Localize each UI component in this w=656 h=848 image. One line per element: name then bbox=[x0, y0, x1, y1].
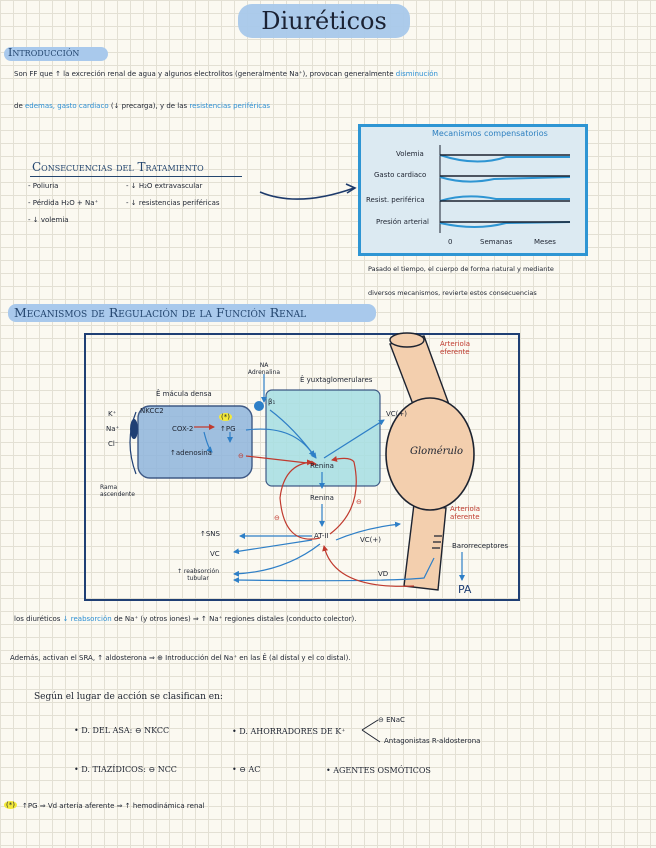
class-ahorradores: • D. AHORRADORES DE K⁺ bbox=[232, 727, 345, 736]
intro-line-1-highlight: disminución bbox=[396, 70, 438, 78]
yuxtaglomerular-box bbox=[266, 390, 380, 486]
label-macula-densa: Ê mácula densa bbox=[156, 390, 212, 398]
label-rama: Rama ascendente bbox=[100, 484, 140, 498]
intro-heading: Introducción bbox=[8, 46, 79, 59]
comp-x-2: Meses bbox=[534, 238, 556, 246]
compensatory-title: Mecanismos compensatorios bbox=[432, 129, 548, 138]
label-beta1: β₁ bbox=[268, 398, 275, 406]
consequences-heading: Consecuencias del Tratamiento bbox=[32, 160, 204, 174]
body-line-1-b: ↓ reabsorción bbox=[63, 615, 112, 623]
comp-row-resist: Resist. periférica bbox=[366, 196, 425, 204]
label-sns: ↑SNS bbox=[200, 530, 220, 538]
label-pg: ↑PG bbox=[220, 425, 236, 433]
label-barorreceptores: Barorreceptores bbox=[452, 542, 508, 550]
branch-icon bbox=[360, 716, 382, 746]
consequence-3: - ↓ volemia bbox=[28, 216, 69, 224]
label-reabsorcion: ↑ reabsorción tubular bbox=[172, 568, 224, 582]
consequence-5: - ↓ resistencias periféricas bbox=[126, 199, 220, 207]
comp-row-volemia: Volemia bbox=[396, 150, 424, 158]
intro-line-2-resistencias: resistencias periféricas bbox=[189, 102, 270, 110]
intro-line-2-de: de bbox=[14, 102, 23, 110]
compensatory-note-1: Pasado el tiempo, el cuerpo de forma nat… bbox=[368, 265, 554, 273]
intro-line-1: Son FF que ↑ la excreción renal de agua … bbox=[14, 70, 438, 78]
label-vc-1: VC(+) bbox=[386, 410, 407, 418]
label-pa: PA bbox=[458, 583, 471, 596]
consequence-4: - ↓ H₂O extravascular bbox=[126, 182, 202, 190]
label-cox2: COX-2 bbox=[172, 425, 193, 433]
comp-x-0: 0 bbox=[448, 238, 452, 246]
consequences-underline bbox=[30, 176, 242, 177]
intro-line-2-gasto: gasto cardiaco bbox=[57, 102, 108, 110]
label-minus-2: ⊖ bbox=[274, 514, 280, 522]
body-line-2: Además, activan el SRA, ↑ aldosterona ⇒ … bbox=[10, 654, 351, 662]
class-antagonistas: Antagonistas R-aldosterona bbox=[384, 737, 480, 745]
label-na-adrenalina: NA Adrenalina bbox=[244, 362, 284, 376]
compensatory-note-2: diversos mecanismos, revierte estos cons… bbox=[368, 289, 537, 297]
body-line-1-a: los diuréticos bbox=[14, 615, 60, 623]
body-line-3: Según el lugar de acción se clasifican e… bbox=[34, 692, 223, 702]
label-at2: AT-II bbox=[314, 532, 329, 540]
class-osmoticos: • AGENTES OSMÓTICOS bbox=[326, 766, 431, 775]
footnote: ↑PG ⇒ Vd arteria aferente ⇒ ↑ hemodinámi… bbox=[22, 802, 205, 810]
label-k: K⁺ bbox=[108, 410, 116, 418]
label-renina: Renina bbox=[310, 462, 334, 470]
label-arteriola-aferente: Arteriola aferente bbox=[450, 505, 486, 521]
label-vc-3: VC bbox=[210, 550, 220, 558]
label-nkcc2: NKCC2 bbox=[140, 407, 164, 415]
label-yuxta: Ê yuxtaglomerulares bbox=[300, 376, 372, 384]
consequences-arrow-icon bbox=[258, 178, 358, 208]
label-minus-3: ⊖ bbox=[356, 498, 362, 506]
consequence-1: - Poliuria bbox=[28, 182, 58, 190]
intro-line-1-text: Son FF que ↑ la excreción renal de agua … bbox=[14, 70, 394, 78]
label-glomerulo: Glomérulo bbox=[410, 446, 463, 457]
label-minus-1: ⊖ bbox=[238, 452, 244, 460]
consequence-2: - Pérdida H₂O + Na⁺ bbox=[28, 199, 98, 207]
intro-line-2-precarga: (↓ precarga), y de las bbox=[111, 102, 187, 110]
label-adenosina: ↑adenosina bbox=[170, 449, 212, 457]
label-star: (*) bbox=[219, 413, 232, 421]
regulation-heading: Mecanismos de Regulación de la Función R… bbox=[14, 304, 306, 322]
body-line-1: los diuréticos ↓ reabsorción de Na⁺ (y o… bbox=[14, 615, 356, 623]
class-tiazidicos: • D. TIAZÍDICOS: ⊖ NCC bbox=[74, 765, 177, 774]
comp-row-presion: Presión arterial bbox=[376, 218, 429, 226]
class-enac: ⊖ ENaC bbox=[378, 716, 405, 724]
class-ac: • ⊖ AC bbox=[232, 765, 260, 774]
compensatory-lines bbox=[436, 145, 576, 235]
class-asa: • D. DEL ASA: ⊖ NKCC bbox=[74, 726, 169, 735]
intro-line-2: de edemas, gasto cardiaco (↓ precarga), … bbox=[14, 102, 270, 110]
label-vc-2: VC(+) bbox=[360, 536, 381, 544]
comp-x-1: Semanas bbox=[480, 238, 512, 246]
label-renina-2: Renina bbox=[310, 494, 334, 502]
label-arteriola-eferente: Arteriola eferente bbox=[440, 340, 480, 356]
footnote-star: (*) bbox=[4, 801, 17, 809]
page-title: Diuréticos bbox=[238, 4, 410, 38]
intro-line-2-edemas: edemas, bbox=[25, 102, 55, 110]
comp-row-gasto: Gasto cardiaco bbox=[374, 171, 426, 179]
label-vd: VD bbox=[378, 570, 388, 578]
macula-densa-box bbox=[138, 406, 252, 478]
body-line-1-c: de Na⁺ (y otros iones) ⇒ ↑ Na⁺ regiones … bbox=[114, 615, 357, 623]
label-cl: Cl⁻ bbox=[108, 440, 119, 448]
label-na: Na⁺ bbox=[106, 425, 119, 433]
renal-regulation-diagram bbox=[84, 328, 524, 604]
